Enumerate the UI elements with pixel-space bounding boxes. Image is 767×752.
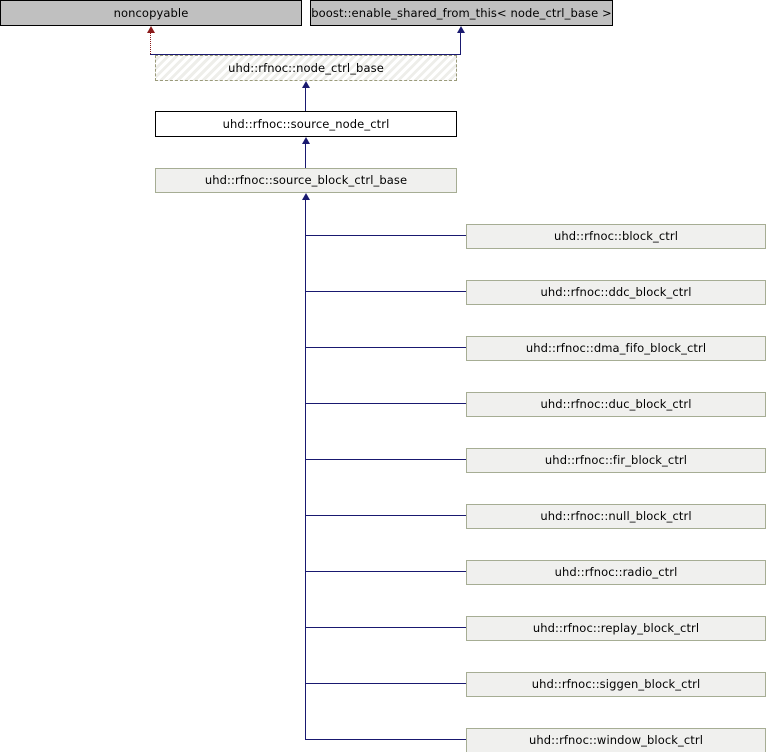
edge-node-ctrl-base-to-boost-enable-shared-from-this bbox=[460, 32, 461, 54]
class-node-radio-ctrl[interactable]: uhd::rfnoc::radio_ctrl bbox=[466, 560, 766, 585]
class-node-label: uhd::rfnoc::fir_block_ctrl bbox=[544, 453, 688, 468]
class-node-window-block-ctrl[interactable]: uhd::rfnoc::window_block_ctrl bbox=[466, 728, 766, 752]
class-node-ddc-block-ctrl[interactable]: uhd::rfnoc::ddc_block_ctrl bbox=[466, 280, 766, 305]
class-node-label: boost::enable_shared_from_this< node_ctr… bbox=[311, 5, 612, 20]
class-node-label: uhd::rfnoc::duc_block_ctrl bbox=[540, 397, 692, 412]
class-node-source-block-ctrl-base[interactable]: uhd::rfnoc::source_block_ctrl_base bbox=[155, 168, 457, 193]
class-node-label: uhd::rfnoc::dma_fifo_block_ctrl bbox=[525, 341, 707, 356]
class-node-label: noncopyable bbox=[113, 5, 189, 20]
class-node-dma-fifo-block-ctrl[interactable]: uhd::rfnoc::dma_fifo_block_ctrl bbox=[466, 336, 766, 361]
class-node-label: uhd::rfnoc::node_ctrl_base bbox=[228, 60, 384, 75]
class-node-siggen-block-ctrl[interactable]: uhd::rfnoc::siggen_block_ctrl bbox=[466, 672, 766, 697]
edge-to-derived-0 bbox=[305, 235, 466, 236]
class-node-label: uhd::rfnoc::ddc_block_ctrl bbox=[540, 285, 692, 300]
class-node-label: uhd::rfnoc::siggen_block_ctrl bbox=[531, 677, 701, 692]
class-node-block-ctrl[interactable]: uhd::rfnoc::block_ctrl bbox=[466, 224, 766, 249]
edge-to-derived-5 bbox=[305, 515, 466, 516]
edge-derived-trunk bbox=[305, 199, 306, 740]
edge-to-derived-2 bbox=[305, 347, 466, 348]
arrowhead-up-icon bbox=[302, 81, 310, 88]
edge-to-derived-7 bbox=[305, 627, 466, 628]
arrowhead-up-icon bbox=[302, 193, 310, 200]
class-node-label: uhd::rfnoc::source_node_ctrl bbox=[222, 116, 390, 131]
arrowhead-up-icon bbox=[147, 26, 155, 33]
edge-source-node-ctrl-to-node-ctrl-base bbox=[305, 88, 306, 111]
class-node-fir-block-ctrl[interactable]: uhd::rfnoc::fir_block_ctrl bbox=[466, 448, 766, 473]
class-node-boost-enable-shared-from-this[interactable]: boost::enable_shared_from_this< node_ctr… bbox=[310, 0, 613, 26]
edge-to-derived-4 bbox=[305, 459, 466, 460]
edge-to-derived-3 bbox=[305, 403, 466, 404]
class-node-label: uhd::rfnoc::window_block_ctrl bbox=[528, 733, 704, 748]
class-node-noncopyable[interactable]: noncopyable bbox=[0, 0, 302, 26]
class-node-label: uhd::rfnoc::source_block_ctrl_base bbox=[204, 173, 408, 188]
edge-to-derived-6 bbox=[305, 571, 466, 572]
class-node-label: uhd::rfnoc::block_ctrl bbox=[553, 229, 679, 244]
class-node-duc-block-ctrl[interactable]: uhd::rfnoc::duc_block_ctrl bbox=[466, 392, 766, 417]
class-node-null-block-ctrl[interactable]: uhd::rfnoc::null_block_ctrl bbox=[466, 504, 766, 529]
class-node-replay-block-ctrl[interactable]: uhd::rfnoc::replay_block_ctrl bbox=[466, 616, 766, 641]
arrowhead-up-icon bbox=[302, 137, 310, 144]
arrowhead-up-icon bbox=[457, 26, 465, 33]
edge-to-derived-8 bbox=[305, 683, 466, 684]
edge-to-derived-1 bbox=[305, 291, 466, 292]
class-node-source-node-ctrl[interactable]: uhd::rfnoc::source_node_ctrl bbox=[155, 111, 457, 137]
class-node-label: uhd::rfnoc::replay_block_ctrl bbox=[532, 621, 700, 636]
edge-node-ctrl-base-to-noncopyable bbox=[150, 32, 151, 54]
edge-source-block-ctrl-base-to-source-node-ctrl bbox=[305, 144, 306, 168]
edge-to-derived-9 bbox=[305, 739, 466, 740]
class-node-label: uhd::rfnoc::radio_ctrl bbox=[554, 565, 678, 580]
class-node-label: uhd::rfnoc::null_block_ctrl bbox=[540, 509, 692, 524]
class-node-node-ctrl-base[interactable]: uhd::rfnoc::node_ctrl_base bbox=[155, 55, 457, 81]
